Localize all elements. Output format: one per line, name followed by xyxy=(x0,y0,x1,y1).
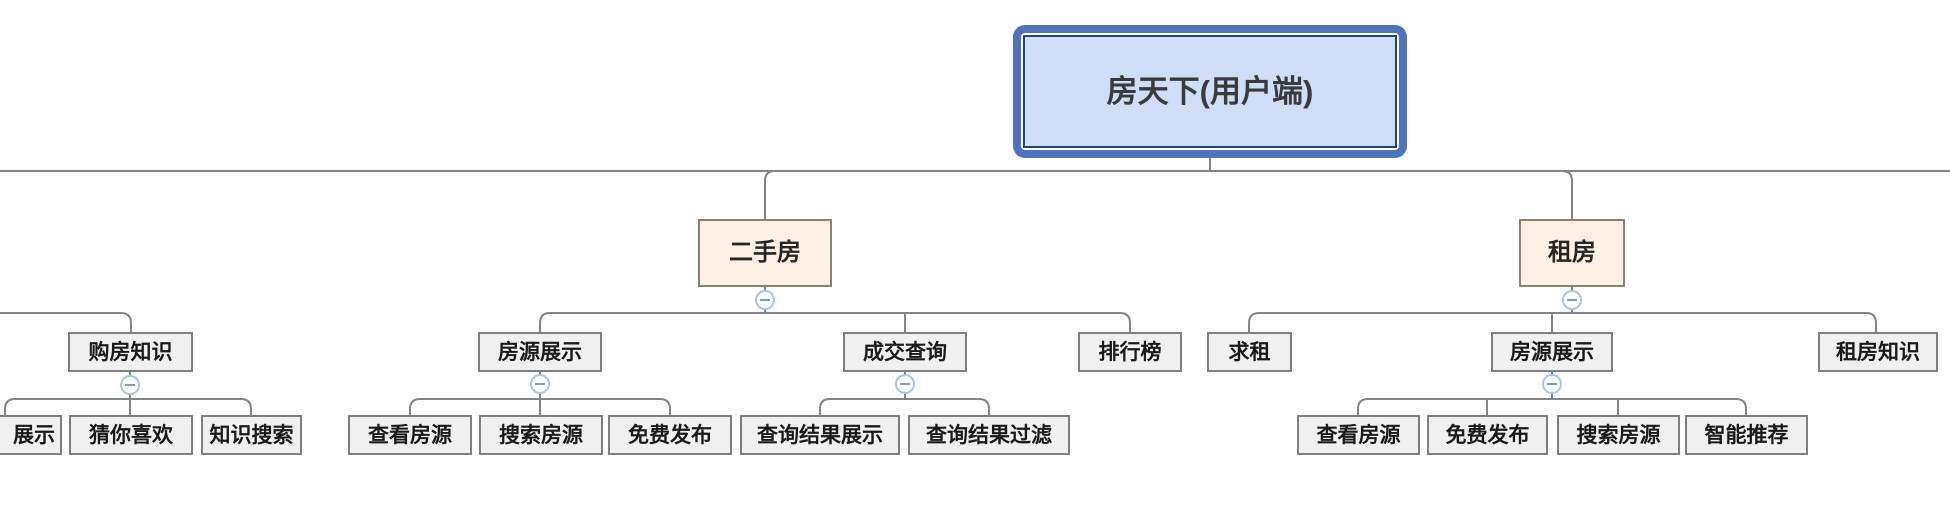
node-ranking[interactable]: 排行榜 xyxy=(1078,332,1182,372)
leaf-rent-search-listings[interactable]: 搜索房源 xyxy=(1557,415,1680,455)
collapse-minus-icon-rent-listing-display[interactable] xyxy=(1542,374,1562,394)
collapse-minus-icon-secondhand-listing-display[interactable] xyxy=(530,374,550,394)
root-node-label: 房天下(用户端) xyxy=(1023,35,1397,148)
leaf-query-result-display[interactable]: 查询结果展示 xyxy=(740,415,900,455)
node-deal-query[interactable]: 成交查询 xyxy=(843,332,967,372)
leaf-secondhand-free-publish[interactable]: 免费发布 xyxy=(608,415,732,455)
collapse-minus-icon-deal-query[interactable] xyxy=(895,374,915,394)
node-rent-listing-display[interactable]: 房源展示 xyxy=(1491,332,1613,372)
collapse-minus-icon-rent[interactable] xyxy=(1562,290,1582,310)
collapse-minus-icon-secondhand[interactable] xyxy=(755,290,775,310)
node-seek-rent[interactable]: 求租 xyxy=(1207,332,1292,372)
branch-node-rent[interactable]: 租房 xyxy=(1519,219,1625,287)
leaf-guess-you-like[interactable]: 猜你喜欢 xyxy=(69,415,193,455)
leaf-knowledge-search[interactable]: 知识搜索 xyxy=(201,415,302,455)
node-rent-knowledge[interactable]: 租房知识 xyxy=(1818,332,1938,372)
collapse-minus-icon-buy-knowledge[interactable] xyxy=(120,375,140,395)
node-buy-knowledge[interactable]: 购房知识 xyxy=(68,332,193,372)
leaf-query-result-filter[interactable]: 查询结果过滤 xyxy=(908,415,1070,455)
leaf-secondhand-search-listings[interactable]: 搜索房源 xyxy=(479,415,603,455)
leaf-knowledge-display-partial[interactable]: 展示 xyxy=(0,415,62,455)
node-secondhand-listing-display[interactable]: 房源展示 xyxy=(478,332,602,372)
leaf-smart-recommend[interactable]: 智能推荐 xyxy=(1685,415,1808,455)
leaf-rent-free-publish[interactable]: 免费发布 xyxy=(1427,415,1548,455)
root-node[interactable]: 房天下(用户端) xyxy=(1013,25,1407,158)
leaf-secondhand-view-listings[interactable]: 查看房源 xyxy=(348,415,472,455)
leaf-rent-view-listings[interactable]: 查看房源 xyxy=(1297,415,1420,455)
branch-node-secondhand[interactable]: 二手房 xyxy=(698,219,832,287)
